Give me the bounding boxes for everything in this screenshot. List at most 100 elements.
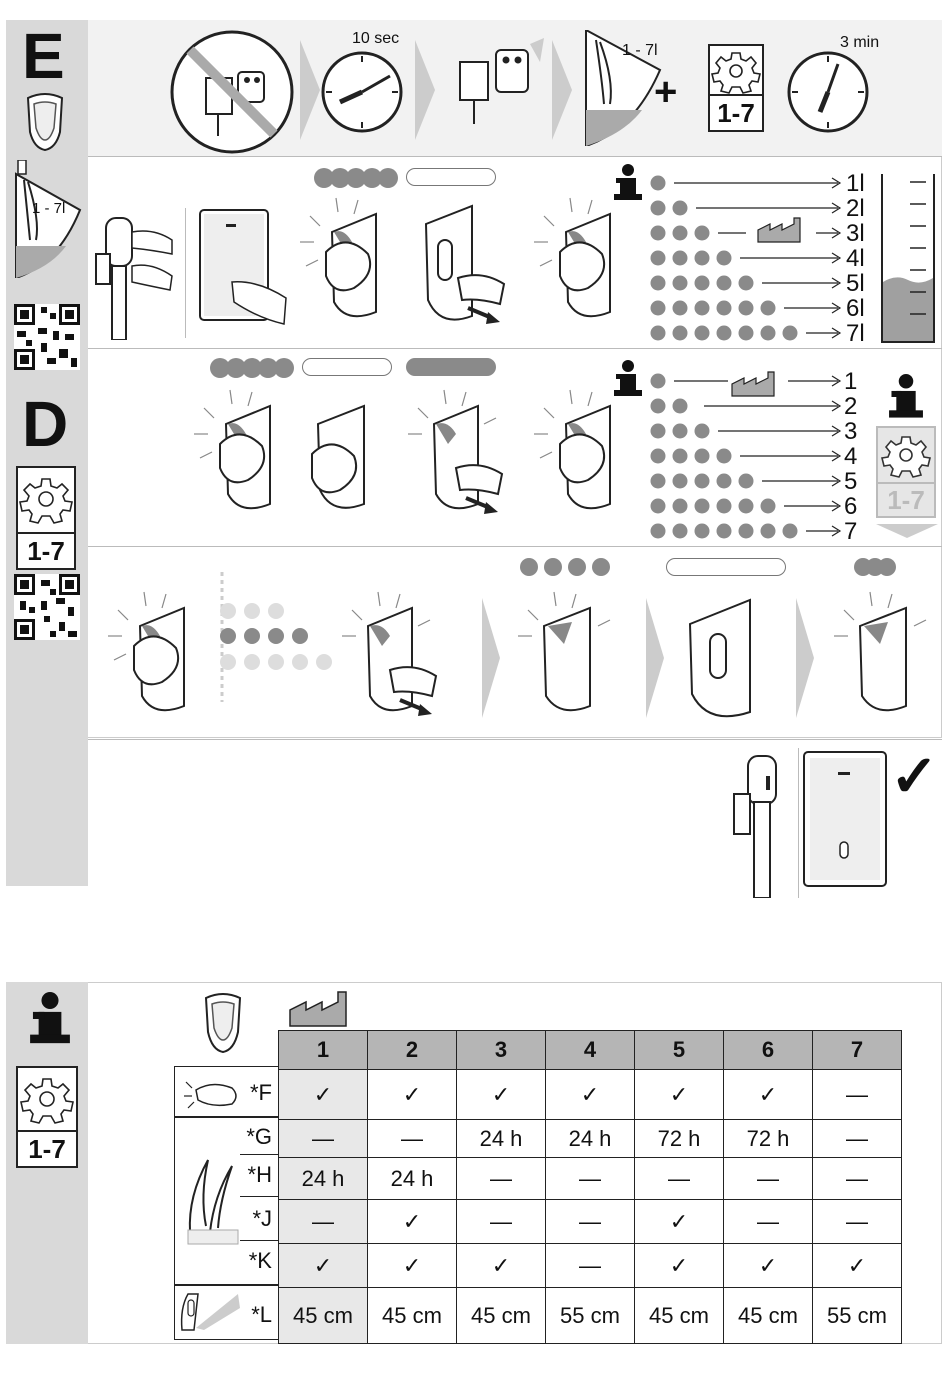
table-cell: 45 cm xyxy=(279,1288,368,1344)
urinal-icon xyxy=(198,992,248,1054)
arrow-right-icon xyxy=(552,40,572,140)
table-cell: 24 h xyxy=(546,1120,635,1158)
finger-sensor-flash-icon xyxy=(104,586,204,720)
urinal-icon xyxy=(20,92,70,152)
table-cell: — xyxy=(546,1200,635,1244)
column-header: 5 xyxy=(635,1031,724,1070)
clock-icon xyxy=(786,50,870,134)
clock-icon xyxy=(320,50,404,134)
column-header: 3 xyxy=(457,1031,546,1070)
finger-sensor-flash-icon xyxy=(530,384,630,518)
column-header: 1 xyxy=(279,1031,368,1070)
power-adapter-icon xyxy=(450,38,550,130)
control-panel-hand-icon xyxy=(198,206,288,336)
gear-icon xyxy=(710,46,762,96)
program-label: 3 xyxy=(844,420,857,444)
arrow-right-icon xyxy=(482,598,500,718)
dot-sequence-indicator xyxy=(212,572,336,702)
table-cell: 55 cm xyxy=(546,1288,635,1344)
table-cell: ✓ xyxy=(368,1070,457,1120)
info-icon xyxy=(612,164,644,202)
table-cell: 45 cm xyxy=(635,1288,724,1344)
table-cell: 72 h xyxy=(635,1120,724,1158)
column-header: 2 xyxy=(368,1031,457,1070)
row-label-j: *J xyxy=(244,1206,272,1232)
control-panel-icon xyxy=(802,750,888,890)
plus-sign: + xyxy=(654,70,677,115)
column-header: 7 xyxy=(813,1031,902,1070)
column-header: 4 xyxy=(546,1031,635,1070)
flush-valve-icon xyxy=(726,752,788,898)
divider-line xyxy=(185,208,186,338)
divider-line xyxy=(798,748,799,898)
table-cell: — xyxy=(813,1158,902,1200)
table-cell: — xyxy=(457,1200,546,1244)
program-label: 2 xyxy=(844,395,857,419)
table-row: 24 h 24 h — — — — — xyxy=(279,1158,902,1200)
qr-code-icon[interactable] xyxy=(14,574,80,640)
row-label-g: *G xyxy=(244,1124,272,1150)
settings-gear-box: 1-7 xyxy=(16,466,76,570)
table-cell: — xyxy=(546,1244,635,1288)
table-cell: — xyxy=(813,1070,902,1120)
column-header: 6 xyxy=(724,1031,813,1070)
row-label-l: *L xyxy=(244,1302,272,1328)
table-cell: ✓ xyxy=(368,1244,457,1288)
table-cell: 72 h xyxy=(724,1120,813,1158)
arrow-right-icon xyxy=(415,40,435,140)
gear-range-label: 1-7 xyxy=(710,94,762,130)
gear-icon xyxy=(18,468,74,530)
sensor-flash-icon xyxy=(830,586,930,720)
table-cell: 45 cm xyxy=(457,1288,546,1344)
program-label: 5 xyxy=(844,470,857,494)
program-label: 7 xyxy=(844,520,857,544)
factory-icon xyxy=(758,218,800,242)
table-cell: ✓ xyxy=(546,1070,635,1120)
row-label-k: *K xyxy=(244,1248,272,1274)
table-cell: ✓ xyxy=(457,1070,546,1120)
volume-label: 1l xyxy=(846,172,865,196)
timer-label-10sec: 10 sec xyxy=(352,30,399,48)
flush-volume-icon xyxy=(14,160,84,278)
gear-range-label: 1-7 xyxy=(878,482,934,516)
program-label: 6 xyxy=(844,495,857,519)
sensor-idle-icon xyxy=(684,594,764,724)
table-row: ✓ ✓ ✓ ✓ ✓ ✓ — xyxy=(279,1070,902,1120)
program-dot-lines xyxy=(648,370,844,542)
flush-volume-label: 1 - 7l xyxy=(622,42,658,60)
table-cell: — xyxy=(724,1158,813,1200)
table-cell: — xyxy=(813,1200,902,1244)
finger-hold-icon xyxy=(304,394,394,518)
row-label-h: *H xyxy=(244,1162,272,1188)
finger-sensor-flash-release-icon xyxy=(404,384,512,522)
settings-gear-box: 1-7 xyxy=(16,1066,78,1168)
arrow-right-icon xyxy=(796,598,814,718)
table-cell: ✓ xyxy=(279,1244,368,1288)
table-cell: — xyxy=(813,1120,902,1158)
sensor-range-icon xyxy=(178,1290,244,1334)
table-cell: 45 cm xyxy=(724,1288,813,1344)
finger-sensor-flash-icon xyxy=(190,384,290,518)
row-label-divider xyxy=(174,1116,278,1118)
side-volume-label: 1 - 7l xyxy=(32,200,65,217)
table-row: — — 24 h 24 h 72 h 72 h — xyxy=(279,1120,902,1158)
volume-label: 7l xyxy=(846,322,865,346)
table-cell: 24 h xyxy=(368,1158,457,1200)
done-check-icon: ✓ xyxy=(890,742,939,810)
table-cell: — xyxy=(635,1158,724,1200)
table-cell: ✓ xyxy=(368,1200,457,1244)
row-label-divider xyxy=(240,1154,278,1155)
settings-gear-box-faded: 1-7 xyxy=(876,426,936,518)
table-cell: — xyxy=(279,1200,368,1244)
hand-sensor-icon xyxy=(182,1076,242,1112)
volume-label: 4l xyxy=(846,247,865,271)
volume-dot-lines xyxy=(648,172,844,344)
gear-range-label: 1-7 xyxy=(18,1130,76,1166)
table-cell: — xyxy=(724,1200,813,1244)
table-cell: ✓ xyxy=(724,1244,813,1288)
table-cell: ✓ xyxy=(635,1070,724,1120)
qr-code-icon[interactable] xyxy=(14,304,80,370)
row-label-divider xyxy=(240,1240,278,1241)
row-label-divider xyxy=(240,1196,278,1197)
row-label-divider xyxy=(174,1284,278,1286)
